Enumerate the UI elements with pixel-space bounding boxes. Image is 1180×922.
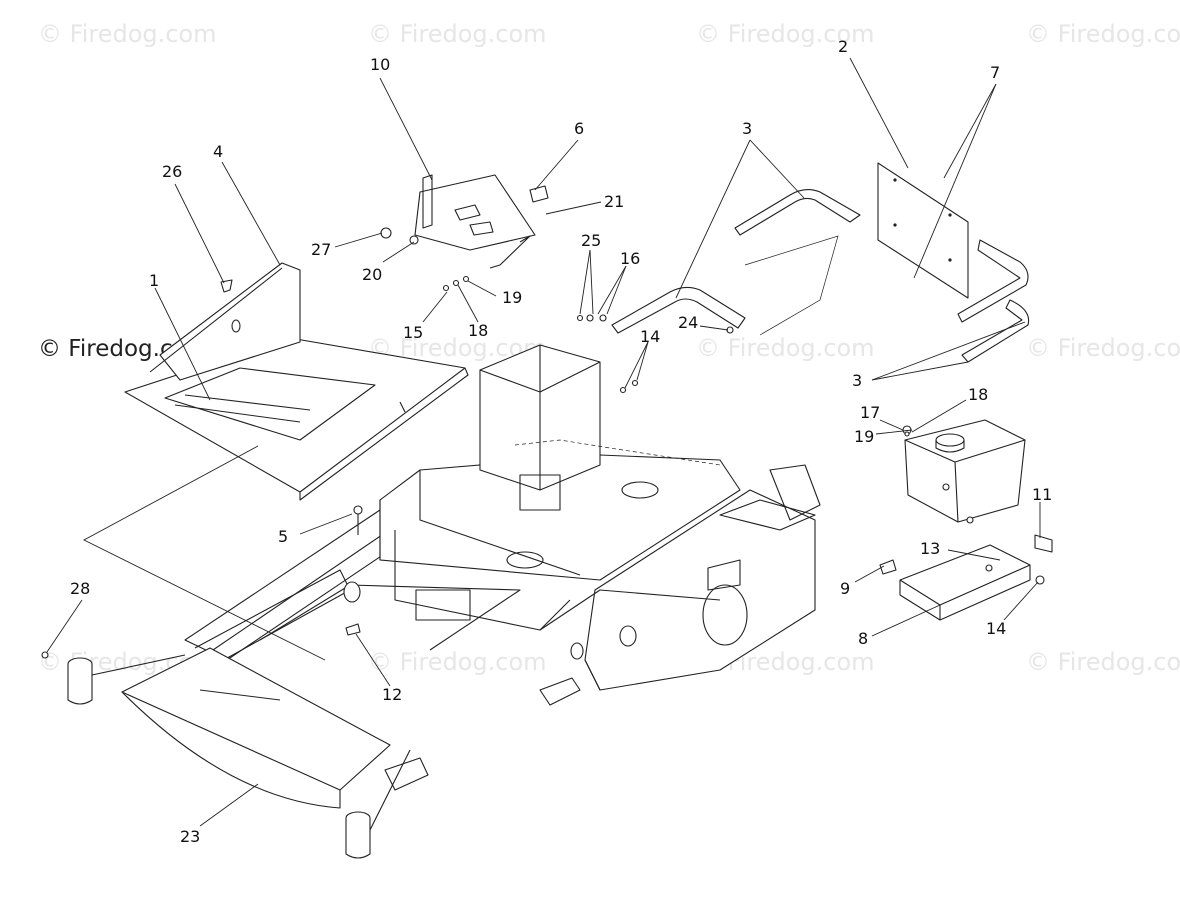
callout-3: 3	[742, 119, 752, 138]
leader-lines	[46, 57, 1041, 827]
callout-13: 13	[920, 539, 940, 558]
callout-4: 4	[213, 142, 223, 161]
watermark: © Firedog.com	[368, 648, 547, 676]
callout-24: 24	[678, 313, 698, 332]
handle-3-right	[957, 239, 1030, 363]
callout-7: 7	[990, 63, 1000, 82]
callout-20: 20	[362, 265, 382, 284]
small-hardware	[41, 275, 993, 659]
watermark: © Firedog.com	[1026, 20, 1180, 48]
callout-9: 9	[840, 579, 850, 598]
watermark: © Firedog.com	[368, 20, 547, 48]
callout-16: 16	[620, 249, 640, 268]
callout-1: 1	[149, 271, 159, 290]
callout-21: 21	[604, 192, 624, 211]
callout-15: 15	[403, 323, 423, 342]
fuel-tank	[902, 419, 1026, 524]
callout-27: 27	[311, 240, 331, 259]
rear-plate-2	[877, 162, 969, 299]
front-plate-23	[121, 647, 391, 809]
seat-pan-4	[149, 262, 301, 381]
callout-19: 19	[502, 288, 522, 307]
callout-18: 18	[968, 385, 988, 404]
callout-18: 18	[468, 321, 488, 340]
watermark: © Firedog.com	[696, 20, 875, 48]
callout-11: 11	[1032, 485, 1052, 504]
handle-3-upper	[734, 189, 861, 236]
callout-14: 14	[640, 327, 660, 346]
callout-12: 12	[382, 685, 402, 704]
watermark: © Firedog.com	[1026, 334, 1180, 362]
callout-3: 3	[852, 371, 862, 390]
callout-25: 25	[581, 231, 601, 250]
callout-26: 26	[162, 162, 182, 181]
callout-10: 10	[370, 55, 390, 74]
callout-5: 5	[278, 527, 288, 546]
floor-plate-1	[124, 337, 469, 501]
bracket-assembly-10	[380, 174, 549, 269]
callout-labels: 1 2 3 3 4 5 6 7 8 9 10 11 12 13 14 14 15…	[70, 37, 1052, 846]
watermark: © Firedog.com	[38, 20, 217, 48]
callout-23: 23	[180, 827, 200, 846]
callout-14: 14	[986, 619, 1006, 638]
handle-3-lower	[611, 286, 746, 334]
watermark: © Firedog.com	[1026, 648, 1180, 676]
callout-28: 28	[70, 579, 90, 598]
callout-2: 2	[838, 37, 848, 56]
tank-bracket-8	[879, 534, 1053, 621]
watermark: © Firedog.com	[696, 334, 875, 362]
callout-17: 17	[860, 403, 880, 422]
callout-6: 6	[574, 119, 584, 138]
callout-19: 19	[854, 427, 874, 446]
callout-8: 8	[858, 629, 868, 648]
chassis-frame	[67, 344, 821, 859]
